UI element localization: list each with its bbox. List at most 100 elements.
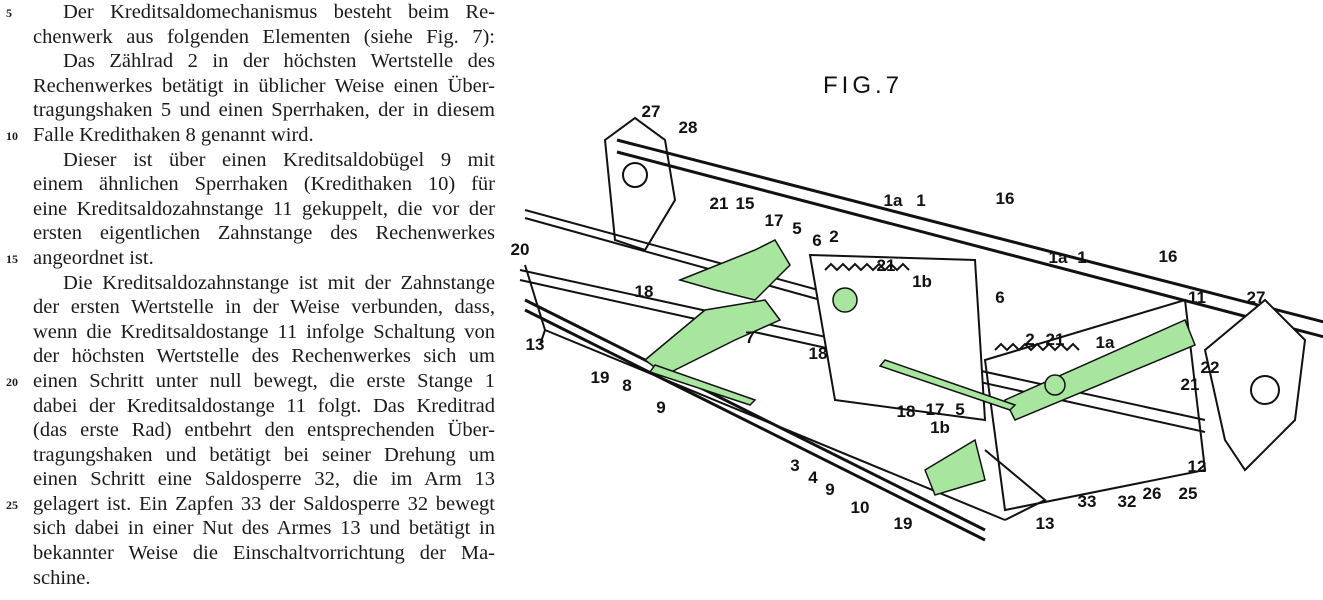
reference-label: 27 [641, 102, 661, 121]
arm-13 [524, 264, 547, 346]
text-line: 10 Falle Kredithaken 8 genannt wird. [0, 123, 495, 148]
line-number: 15 [6, 251, 18, 266]
line-text: Falle Kredithaken 8 genannt wird. [33, 123, 314, 146]
text-line: einem ähnlichen Sperrhaken (Kredithaken … [0, 172, 495, 197]
line-number: 25 [6, 497, 18, 512]
reference-label: 13 [525, 335, 545, 354]
line-text: einen Schritt unter null bewegt, die ers… [33, 369, 495, 392]
reference-label: 17 [925, 400, 945, 419]
reference-label: 16 [995, 189, 1015, 208]
text-line: tragungshaken und betätigt bei seiner Dr… [0, 443, 495, 468]
line-text: Dieser ist über einen Kreditsaldobügel 9… [63, 148, 495, 171]
reference-label: 27 [1246, 288, 1266, 307]
line-text: tragungshaken 5 und einen Sperrhaken, de… [33, 99, 495, 122]
text-line: der ersten Wertstelle in der Weise verbu… [0, 295, 495, 320]
line-text: tragungshaken und betätigt bei seiner Dr… [33, 443, 495, 466]
reference-label: 28 [678, 118, 698, 137]
reference-label: 2 [1025, 330, 1035, 349]
reference-label: 18 [634, 282, 654, 301]
line-text: chenwerk aus folgenden Elementen (siehe … [33, 25, 495, 48]
patent-text-column: 5 Der Kreditsaldomechanismus besteht beim… [0, 0, 500, 590]
text-line: chenwerk aus folgenden Elementen (siehe … [0, 25, 495, 50]
figure-title: FIG.7 [823, 72, 904, 99]
line-text: ersten eigentlichen Zahnstange des Reche… [33, 222, 495, 245]
highlighted-parts [643, 239, 1196, 496]
reference-label: 6 [812, 231, 822, 250]
text-line: tragungshaken 5 und einen Sperrhaken, de… [0, 98, 495, 123]
reference-label: 1b [930, 418, 950, 437]
reference-label: 16 [1158, 247, 1178, 266]
line-text: gelagert ist. Ein Zapfen 33 der Saldospe… [33, 492, 495, 515]
reference-label: 1b [912, 272, 932, 291]
text-line: 15 angeordnet ist. [0, 246, 495, 271]
reference-label: 1a [1095, 333, 1115, 352]
text-line: 5 Der Kreditsaldomechanismus besteht beim… [0, 0, 495, 25]
reference-label: 9 [825, 480, 835, 499]
line-text: Die Kreditsaldozahnstange ist mit der Za… [63, 271, 495, 294]
right-plate [1203, 298, 1307, 472]
line-text: der höchsten Wertstelle des Rechenwerkes… [33, 345, 495, 368]
reference-label: 7 [745, 328, 755, 347]
reference-label: 21 [876, 256, 896, 275]
text-line: wenn die Kreditsaldostange 11 infolge Sc… [0, 320, 495, 345]
mechanism-drawing [519, 116, 1323, 542]
line-number: 5 [6, 6, 12, 20]
line-text: eine Kreditsaldozahnstange 11 gekuppelt,… [33, 197, 495, 220]
kredithaken-10 [924, 438, 986, 496]
reference-label: 18 [896, 402, 916, 421]
line-text: wenn die Kreditsaldostange 11 infolge Sc… [33, 320, 495, 343]
kreditrad [832, 287, 858, 313]
reference-label: 3 [790, 456, 800, 475]
reference-label: 4 [808, 468, 818, 487]
line-text: der ersten Wertstelle in der Weise verbu… [33, 296, 495, 319]
reference-label: 19 [590, 368, 610, 387]
reference-label: 21 [1180, 375, 1200, 394]
line-number: 20 [6, 374, 18, 389]
text-line: der höchsten Wertstelle des Rechenwerkes… [0, 344, 495, 369]
line-text: (das erste Rad) entbehrt den entsprechen… [33, 419, 495, 442]
reference-label: 12 [1187, 457, 1207, 476]
text-line: Dieser ist über einen Kreditsaldobügel 9… [0, 148, 495, 173]
text-line: ersten eigentlichen Zahnstange des Reche… [0, 221, 495, 246]
text-line: 20 einen Schritt unter null bewegt, die e… [0, 369, 495, 394]
text-line: bekannter Weise die Einschaltvorrichtung… [0, 541, 495, 566]
line-text: sich dabei in einer Nut des Armes 13 und… [33, 517, 495, 540]
reference-label: 10 [850, 498, 870, 517]
reference-label: 2 [829, 227, 839, 246]
reference-label: 9 [656, 398, 666, 417]
reference-label: 5 [955, 400, 965, 419]
line-number: 10 [6, 128, 18, 143]
reference-label: 1a [883, 191, 903, 210]
text-line: Das Zählrad 2 in der höchsten Wertstelle… [0, 49, 495, 74]
reference-label: 5 [792, 219, 802, 238]
line-text: Der Kreditsaldomechanismus besteht beim … [63, 1, 495, 23]
text-line: (das erste Rad) entbehrt den entsprechen… [0, 418, 495, 443]
reference-label: 1a [1048, 248, 1068, 267]
reference-label: 8 [622, 376, 632, 395]
line-text: bekannter Weise die Einschaltvorrichtung… [33, 542, 495, 565]
rod-lower [524, 298, 986, 532]
text-line: einen Schritt eine Saldosperre 32, die i… [0, 467, 495, 492]
reference-label: 33 [1077, 492, 1097, 511]
line-text: Rechenwerkes betätigt in üblicher Weise … [33, 74, 495, 97]
reference-label: 15 [735, 194, 755, 213]
text-line: Rechenwerkes betätigt in üblicher Weise … [0, 74, 495, 99]
reference-label: 20 [510, 240, 530, 259]
reference-label: 32 [1117, 492, 1137, 511]
reference-label: 1 [916, 191, 926, 210]
reference-label: 1 [1077, 248, 1087, 267]
figure-7-drawing: FIG.7 [505, 0, 1323, 600]
line-text: einem ähnlichen Sperrhaken (Kredithaken … [33, 173, 495, 196]
text-line: eine Kreditsaldozahnstange 11 gekuppelt,… [0, 197, 495, 222]
reference-label: 21 [709, 194, 729, 213]
text-line: schine. [0, 566, 495, 591]
text-line: dabei der Kreditsaldostange 11 folgt. Da… [0, 394, 495, 419]
reference-label: 6 [995, 288, 1005, 307]
kreditsaldobuegel-9 [648, 364, 757, 406]
reference-label: 19 [893, 514, 913, 533]
line-text: einen Schritt eine Saldosperre 32, die i… [33, 468, 495, 491]
reference-label: 21 [1045, 330, 1065, 349]
line-text: dabei der Kreditsaldostange 11 folgt. Da… [33, 394, 495, 417]
line-text: angeordnet ist. [33, 246, 154, 269]
left-rear-plate [603, 116, 677, 252]
